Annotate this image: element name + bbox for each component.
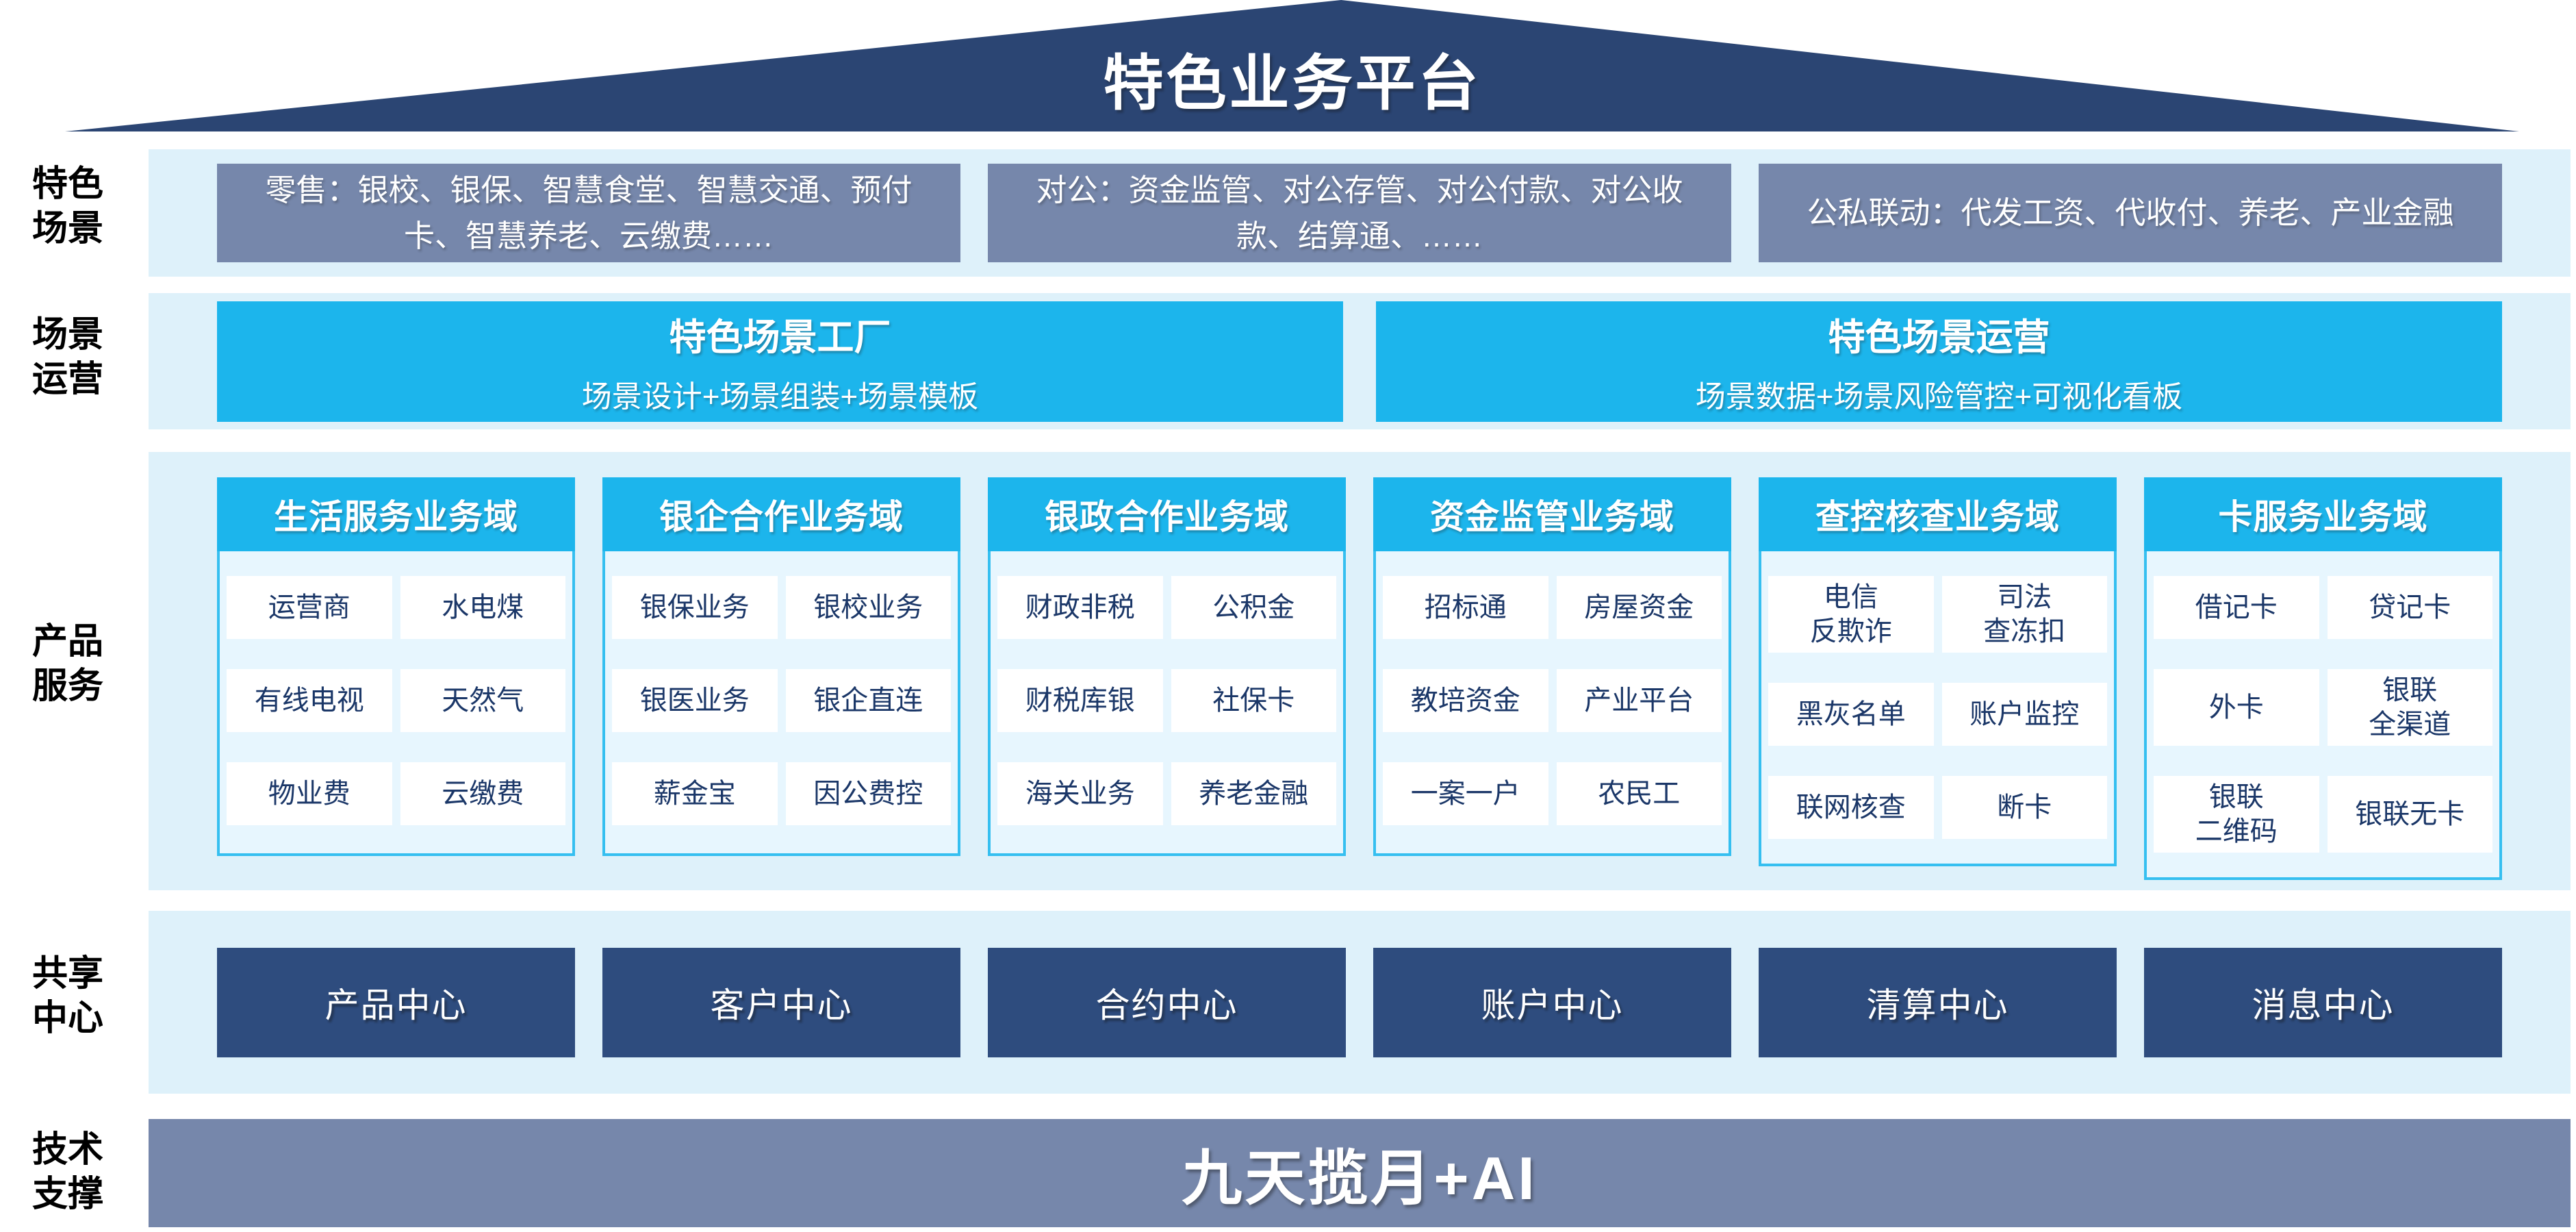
product-item: 有线电视 — [227, 669, 392, 732]
product-column-header: 银企合作业务域 — [602, 477, 960, 551]
tech-support-text: 九天揽月+AI — [1182, 1144, 1538, 1212]
product-column-body: 银保业务银校业务银医业务银企直连薪金宝因公费控 — [602, 551, 960, 856]
product-column-1: 银企合作业务域银保业务银校业务银医业务银企直连薪金宝因公费控 — [602, 477, 960, 856]
product-column-body: 电信 反欺诈司法 查冻扣黑灰名单账户监控联网核查断卡 — [1759, 551, 2117, 866]
product-item: 电信 反欺诈 — [1768, 576, 1934, 653]
shared-center-box-3: 账户中心 — [1373, 947, 1731, 1057]
product-column-header: 卡服务业务域 — [2144, 477, 2502, 551]
product-item: 财政非税 — [997, 576, 1163, 639]
product-item: 社保卡 — [1171, 669, 1336, 732]
operations-band: 特色场景工厂场景设计+场景组装+场景模板特色场景运营场景数据+场景风险管控+可视… — [149, 293, 2571, 429]
product-item: 水电煤 — [400, 576, 565, 639]
operation-box-title: 特色场景工厂 — [669, 317, 891, 358]
products-band: 生活服务业务域运营商水电煤有线电视天然气物业费云缴费银企合作业务域银保业务银校业… — [149, 452, 2571, 890]
product-item: 断卡 — [1941, 776, 2107, 839]
product-column-0: 生活服务业务域运营商水电煤有线电视天然气物业费云缴费 — [217, 477, 575, 856]
shared-center-box-1: 客户中心 — [602, 947, 960, 1057]
product-column-header: 资金监管业务域 — [1373, 477, 1731, 551]
product-item: 一案一户 — [1383, 762, 1548, 825]
product-item: 海关业务 — [997, 762, 1163, 825]
scene-box-2: 公私联动：代发工资、代收付、养老、产业金融 — [1759, 164, 2502, 262]
product-column-body: 运营商水电煤有线电视天然气物业费云缴费 — [217, 551, 575, 856]
row-label-operations: 场景 运营 — [31, 315, 103, 399]
product-column-header: 银政合作业务域 — [988, 477, 1346, 551]
operation-box-title: 特色场景运营 — [1828, 317, 2050, 358]
product-column-body: 招标通房屋资金教培资金产业平台一案一户农民工 — [1373, 551, 1731, 856]
product-item: 养老金融 — [1171, 762, 1336, 825]
product-item: 贷记卡 — [2327, 576, 2492, 639]
product-column-header: 查控核查业务域 — [1759, 477, 2117, 551]
product-item: 银保业务 — [612, 576, 778, 639]
product-item: 外卡 — [2154, 669, 2319, 746]
shared-center-box-2: 合约中心 — [988, 947, 1346, 1057]
product-item: 公积金 — [1171, 576, 1336, 639]
scenes-band: 零售：银校、银保、智慧食堂、智慧交通、预付卡、智慧养老、云缴费…… 对公：资金监管… — [149, 149, 2571, 277]
product-column-4: 查控核查业务域电信 反欺诈司法 查冻扣黑灰名单账户监控联网核查断卡 — [1759, 477, 2117, 866]
row-label-scenes: 特色 场景 — [31, 164, 103, 249]
product-item: 天然气 — [400, 669, 565, 732]
product-item: 借记卡 — [2154, 576, 2319, 639]
product-item: 银企直连 — [785, 669, 951, 732]
product-item: 薪金宝 — [612, 762, 778, 825]
shared-center-box-0: 产品中心 — [217, 947, 575, 1057]
operation-box-0: 特色场景工厂场景设计+场景组装+场景模板 — [217, 301, 1343, 422]
row-label-centers: 共享 中心 — [31, 954, 103, 1038]
product-column-2: 银政合作业务域财政非税公积金财税库银社保卡海关业务养老金融 — [988, 477, 1346, 856]
operation-box-1: 特色场景运营场景数据+场景风险管控+可视化看板 — [1376, 301, 2502, 422]
platform-roof: 特色业务平台 — [65, 0, 2519, 131]
operation-box-subtitle: 场景设计+场景组装+场景模板 — [581, 380, 979, 414]
product-item: 房屋资金 — [1556, 576, 1722, 639]
product-item: 账户监控 — [1941, 683, 2107, 746]
row-label-tech: 技术 支撑 — [31, 1130, 103, 1214]
product-item: 物业费 — [227, 762, 392, 825]
shared-center-box-5: 消息中心 — [2144, 947, 2502, 1057]
product-item: 财税库银 — [997, 669, 1163, 732]
row-label-products: 产品 服务 — [31, 622, 103, 706]
product-item: 银校业务 — [785, 576, 951, 639]
product-item: 因公费控 — [785, 762, 951, 825]
product-column-body: 借记卡贷记卡外卡银联 全渠道银联 二维码银联无卡 — [2144, 551, 2502, 880]
scene-box-0: 零售：银校、银保、智慧食堂、智慧交通、预付卡、智慧养老、云缴费…… — [217, 164, 960, 262]
product-column-body: 财政非税公积金财税库银社保卡海关业务养老金融 — [988, 551, 1346, 856]
product-item: 产业平台 — [1556, 669, 1722, 732]
product-column-5: 卡服务业务域借记卡贷记卡外卡银联 全渠道银联 二维码银联无卡 — [2144, 477, 2502, 880]
product-item: 联网核查 — [1768, 776, 1934, 839]
product-item: 司法 查冻扣 — [1941, 576, 2107, 653]
tech-support-bar: 九天揽月+AI — [149, 1119, 2571, 1227]
product-item: 银联 二维码 — [2154, 776, 2319, 853]
product-item: 银联无卡 — [2327, 776, 2492, 853]
centers-band: 产品中心客户中心合约中心账户中心清算中心消息中心 — [149, 911, 2571, 1094]
scene-box-1: 对公：资金监管、对公存管、对公付款、对公收款、结算通、…… — [988, 164, 1731, 262]
product-column-header: 生活服务业务域 — [217, 477, 575, 551]
product-item: 云缴费 — [400, 762, 565, 825]
product-item: 教培资金 — [1383, 669, 1548, 732]
shared-center-box-4: 清算中心 — [1759, 947, 2117, 1057]
product-item: 黑灰名单 — [1768, 683, 1934, 746]
product-item: 运营商 — [227, 576, 392, 639]
product-column-3: 资金监管业务域招标通房屋资金教培资金产业平台一案一户农民工 — [1373, 477, 1731, 856]
product-item: 银联 全渠道 — [2327, 669, 2492, 746]
product-item: 农民工 — [1556, 762, 1722, 825]
product-item: 招标通 — [1383, 576, 1548, 639]
operation-box-subtitle: 场景数据+场景风险管控+可视化看板 — [1695, 380, 2183, 414]
product-item: 银医业务 — [612, 669, 778, 732]
page-title: 特色业务平台 — [1103, 49, 1481, 117]
